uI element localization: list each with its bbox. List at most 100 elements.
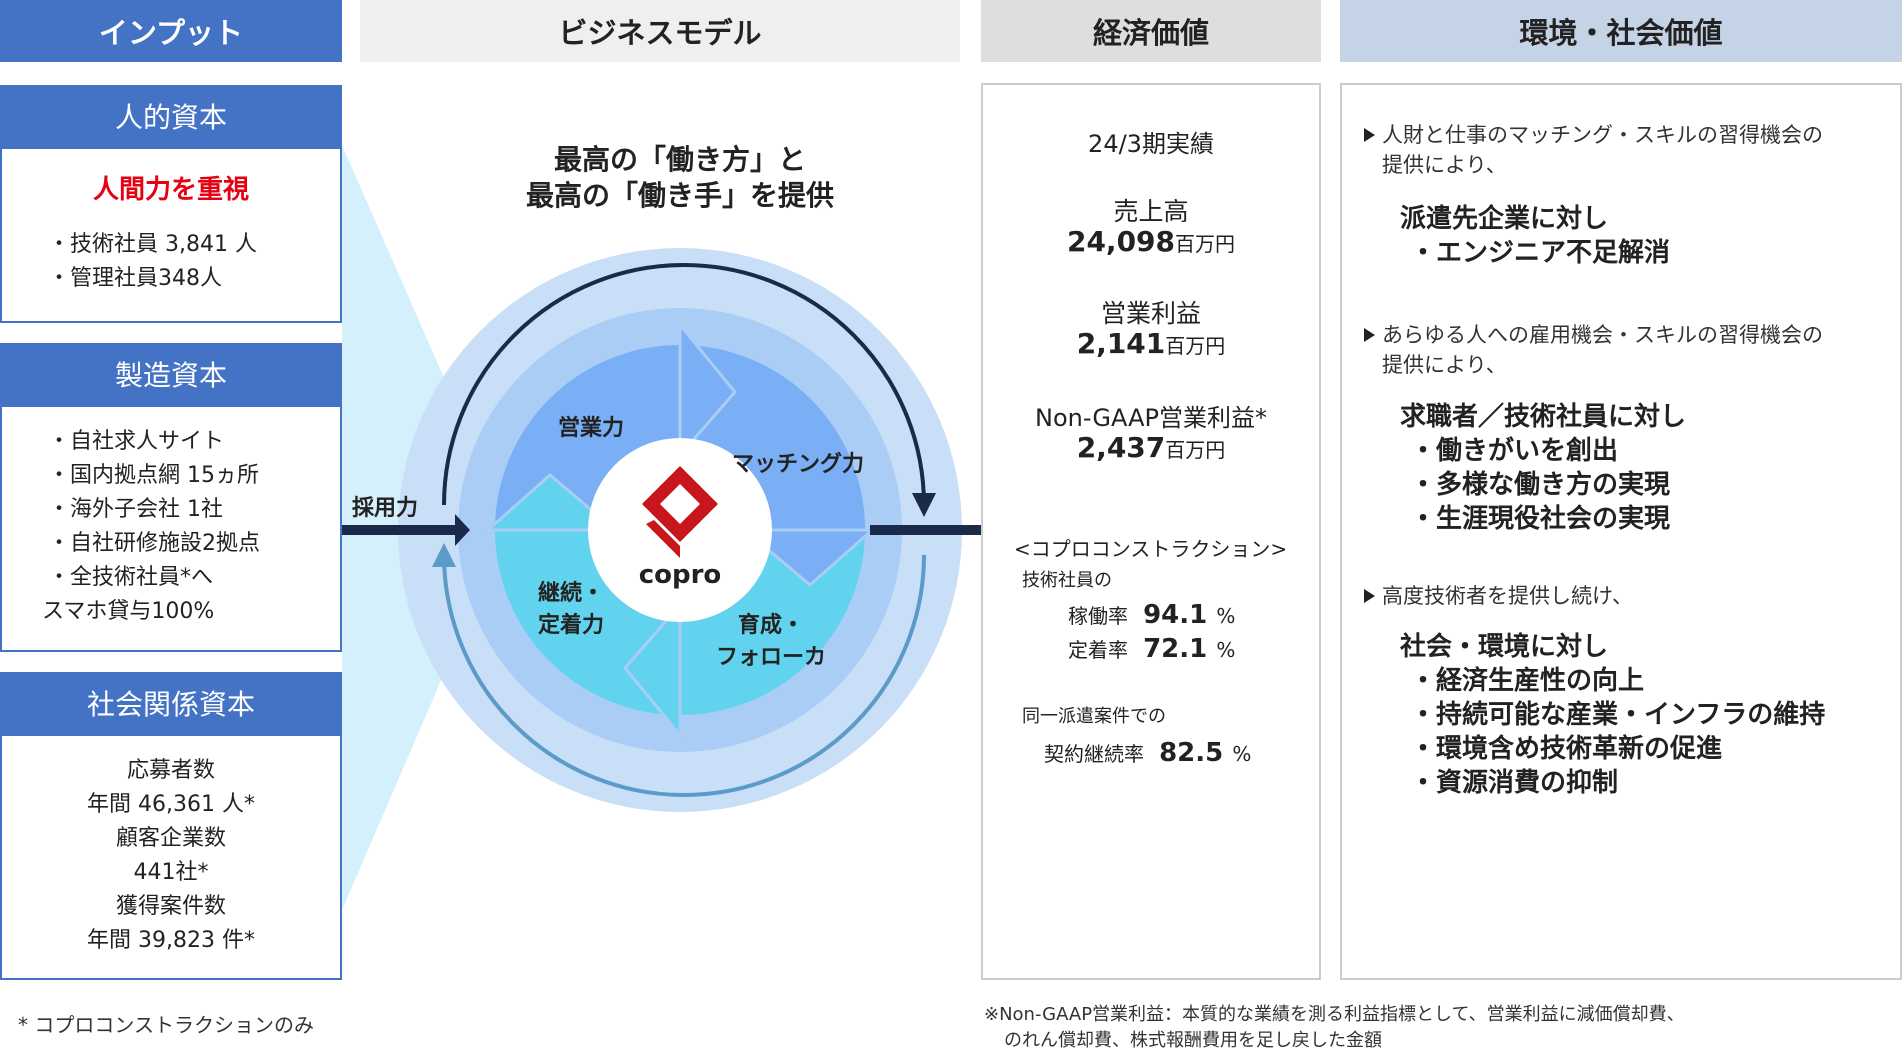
env-paragraph-line: 人財と仕事のマッチング・スキルの習得機会の xyxy=(1382,123,1823,147)
outer-arrow-bottom xyxy=(432,543,926,797)
econ-sales-number: 24,098 xyxy=(1066,225,1176,258)
econ-util-label: 稼働率 xyxy=(1068,604,1128,628)
arrow-head-bottom xyxy=(623,601,682,740)
manufactured-capital-list: ・自社求人サイト ・国内拠点網 15ヵ所 ・海外子会社 1社 ・自社研修施設2拠… xyxy=(48,425,340,595)
list-item: 441社* xyxy=(133,860,209,885)
manufactured-capital-box: ・自社求人サイト ・国内拠点網 15ヵ所 ・海外子会社 1社 ・自社研修施設2拠… xyxy=(0,405,342,652)
social-capital-box: 応募者数 年間 46,361 人* 顧客企業数 441社* 獲得案件数 年間 3… xyxy=(0,734,342,980)
list-item: ・自社研修施設2拠点 xyxy=(48,531,260,556)
list-item: 年間 39,823 件* xyxy=(87,928,255,953)
env-benefit-line: ・エンジニア不足解消 xyxy=(1410,238,1671,268)
env-paragraph-line: 高度技術者を提供し続け、 xyxy=(1382,584,1633,608)
econ-ngaap-number: 2,437 xyxy=(1076,431,1166,464)
econ-ngaap-unit: 百万円 xyxy=(1165,438,1226,462)
env-benefit-line: 求職者／技術社員に対し xyxy=(1400,402,1687,432)
econ-same-dispatch: 同一派遣案件での xyxy=(1022,706,1166,727)
env-benefit-line: ・環境含め技術革新の促進 xyxy=(1410,734,1723,764)
econ-ngaap-label: Non-GAAP営業利益* xyxy=(1035,404,1267,432)
triangle-bullet-icon xyxy=(1364,589,1375,603)
recruit-label: 採用力 xyxy=(352,496,419,521)
econ-op-label: 営業利益 xyxy=(1100,299,1201,328)
env-benefit-line: ・多様な働き方の実現 xyxy=(1410,470,1671,500)
list-item: ・技術社員 3,841 人 xyxy=(48,232,257,257)
ngaap-footnote: ※Non-GAAP営業利益：本質的な業績を測る利益指標として、営業利益に減価償却… xyxy=(984,1002,1685,1054)
header-business-model: ビジネスモデル xyxy=(360,0,960,62)
list-item: スマホ貸与100% xyxy=(42,599,215,624)
env-paragraph-1: 人財と仕事のマッチング・スキルの習得機会の 提供により、 xyxy=(1364,120,1823,180)
econ-retention-unit: % xyxy=(1216,638,1236,662)
segment-label-retention-line: 定着力 xyxy=(537,613,604,638)
triangle-bullet-icon xyxy=(1364,328,1375,342)
list-item: ・海外子会社 1社 xyxy=(48,497,223,522)
list-item: ・国内拠点網 15ヵ所 xyxy=(48,463,259,488)
economic-panel xyxy=(981,83,1321,980)
input-footnote: * コプロコンストラクションのみ xyxy=(18,1013,314,1037)
human-capital-emphasis: 人間力を重視 xyxy=(92,175,249,205)
business-model-tagline: 最高の「働き方」と 最高の「働き手」を提供 xyxy=(470,142,890,214)
triangle-bullet-icon xyxy=(1364,128,1375,142)
econ-renewal-value: 82.5 xyxy=(1159,738,1224,768)
env-benefits-1: 派遣先企業に対し ・エンジニア不足解消 xyxy=(1400,202,1670,270)
human-capital-list: ・技術社員 3,841 人 ・管理社員348人 xyxy=(48,228,340,296)
list-item: 応募者数 xyxy=(126,758,215,783)
tagline-line-1: 最高の「働き方」と xyxy=(553,143,806,176)
econ-op-value: 2,141百万円 xyxy=(981,327,1321,360)
arrow-head-top xyxy=(678,320,737,459)
env-benefit-line: ・生涯現役社会の実現 xyxy=(1410,504,1671,534)
tagline-line-2: 最高の「働き手」を提供 xyxy=(525,179,834,212)
social-capital-lines: 応募者数 年間 46,361 人* 顧客企業数 441社* 獲得案件数 年間 3… xyxy=(2,754,340,958)
env-benefits-2: 求職者／技術社員に対し ・働きがいを創出 ・多様な働き方の実現 ・生涯現役社会の… xyxy=(1400,400,1686,536)
econ-util-unit: % xyxy=(1216,604,1236,628)
social-capital-title: 社会関係資本 xyxy=(0,672,342,734)
env-paragraph-line: 提供により、 xyxy=(1382,153,1507,177)
env-benefit-line: 派遣先企業に対し xyxy=(1400,204,1609,234)
econ-renewal-unit: % xyxy=(1232,742,1252,766)
arrow-head-right xyxy=(740,528,876,587)
econ-subsidiary: <コプロコンストラクション> xyxy=(1014,537,1288,561)
econ-retention-row: 定着率 72.1 % xyxy=(1068,634,1235,664)
env-benefits-3: 社会・環境に対し ・経済生産性の向上 ・持続可能な産業・インフラの維持 ・環境含… xyxy=(1400,630,1825,800)
human-capital-title: 人的資本 xyxy=(0,85,342,147)
econ-retention-value: 72.1 xyxy=(1143,634,1208,664)
env-social-panel xyxy=(1340,83,1902,980)
header-env-social-value: 環境・社会価値 xyxy=(1340,0,1902,62)
econ-util-row: 稼働率 94.1 % xyxy=(1068,600,1235,630)
env-benefit-line: ・経済生産性の向上 xyxy=(1410,666,1645,696)
env-paragraph-line: あらゆる人への雇用機会・スキルの習得機会の xyxy=(1382,323,1823,347)
env-paragraph-3: 高度技術者を提供し続け、 xyxy=(1364,581,1633,611)
copro-logo-icon xyxy=(642,466,718,558)
segment-label-training: 育成・ フォローカ xyxy=(706,610,836,674)
econ-tech-staff: 技術社員の xyxy=(1022,570,1112,591)
list-item: ・全技術社員*へ xyxy=(48,565,214,590)
segment-label-matching: マッチング力 xyxy=(732,452,865,477)
econ-op-number: 2,141 xyxy=(1076,327,1166,360)
copro-logo-text: copro xyxy=(638,560,722,590)
econ-period: 24/3期実績 xyxy=(1088,130,1214,158)
env-paragraph-2: あらゆる人への雇用機会・スキルの習得機会の 提供により、 xyxy=(1364,320,1823,380)
manufactured-capital-title: 製造資本 xyxy=(0,343,342,405)
econ-sales-value: 24,098百万円 xyxy=(981,225,1321,258)
econ-op-unit: 百万円 xyxy=(1165,334,1226,358)
header-economic-value: 経済価値 xyxy=(981,0,1321,62)
list-item: 年間 46,361 人* xyxy=(87,792,255,817)
econ-sales-label: 売上高 xyxy=(1113,197,1189,226)
header-input: インプット xyxy=(0,0,342,62)
econ-renewal-label: 契約継続率 xyxy=(1044,742,1144,766)
econ-sales-unit: 百万円 xyxy=(1175,232,1236,256)
human-capital-box: 人間力を重視 ・技術社員 3,841 人 ・管理社員348人 xyxy=(0,147,342,323)
env-benefit-line: ・働きがいを創出 xyxy=(1410,436,1619,466)
segment-label-retention: 継続・ 定着力 xyxy=(526,578,616,642)
econ-util-value: 94.1 xyxy=(1143,600,1208,630)
ngaap-footnote-line: ※Non-GAAP営業利益：本質的な業績を測る利益指標として、営業利益に減価償却… xyxy=(984,1004,1685,1025)
list-item: 獲得案件数 xyxy=(115,894,226,919)
outer-arrow-top xyxy=(442,263,936,517)
econ-ngaap-value: 2,437百万円 xyxy=(981,431,1321,464)
arrow-head-left xyxy=(484,473,620,532)
list-item: 顧客企業数 xyxy=(115,826,226,851)
list-item: ・自社求人サイト xyxy=(48,429,225,454)
segment-label-sales: 営業力 xyxy=(558,416,625,441)
segment-label-training-line: 育成・ xyxy=(737,613,804,638)
env-benefit-line: ・持続可能な産業・インフラの維持 xyxy=(1410,700,1826,730)
env-benefit-line: ・資源消費の抑制 xyxy=(1410,768,1619,798)
